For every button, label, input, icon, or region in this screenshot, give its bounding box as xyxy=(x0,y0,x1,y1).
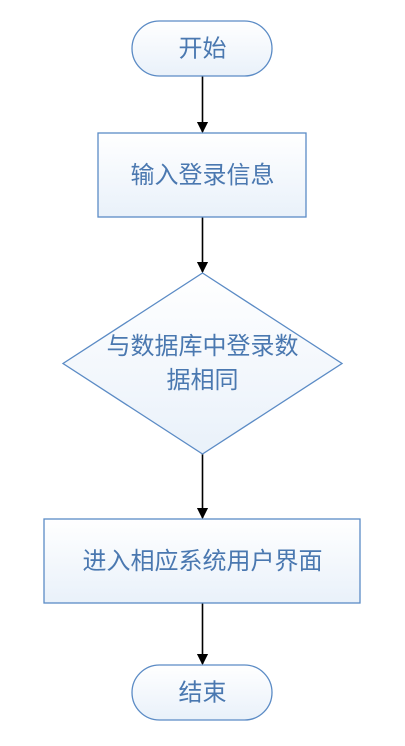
enter-system-node-shape xyxy=(43,518,361,604)
start-node-label: 开始 xyxy=(179,35,227,63)
enter-system-node: 进入相应系统用户界面 xyxy=(43,518,361,604)
end-node: 结束 xyxy=(131,664,273,721)
decision-node-label-line2: 据相同 xyxy=(167,366,239,394)
decision-node: 与数据库中登录数 据相同 xyxy=(61,272,344,455)
start-node-shape xyxy=(131,20,273,77)
end-node-shape xyxy=(131,664,273,721)
start-node: 开始 xyxy=(131,20,273,77)
input-login-node: 输入登录信息 xyxy=(97,132,307,218)
decision-node-label-line1: 与数据库中登录数 xyxy=(107,332,299,360)
input-login-node-label: 输入登录信息 xyxy=(131,161,275,189)
enter-system-node-label: 进入相应系统用户界面 xyxy=(83,547,323,575)
decision-node-shape xyxy=(61,272,344,455)
input-login-node-shape xyxy=(97,132,307,218)
end-node-label: 结束 xyxy=(179,679,227,707)
